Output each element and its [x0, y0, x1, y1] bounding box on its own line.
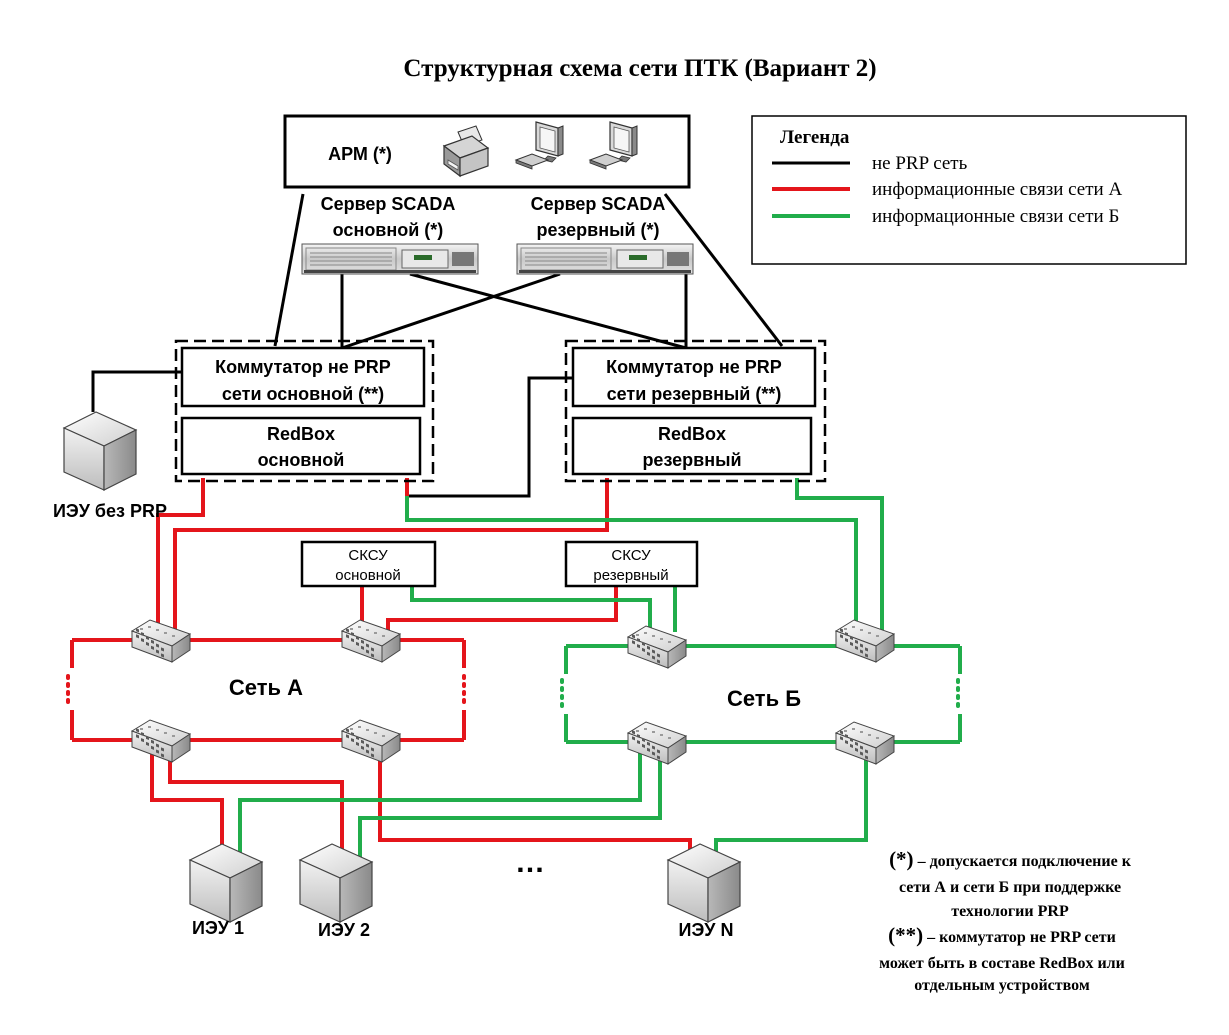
network-b-label: Сеть Б — [727, 686, 801, 711]
backup-group-dashed — [564, 339, 827, 483]
server-icon — [516, 243, 694, 275]
network-a-dots — [66, 674, 466, 708]
sksu-backup-label-2: резервный — [593, 567, 668, 584]
network-b-links — [238, 478, 962, 860]
legend-item-network-a: информационные связи сети А — [872, 179, 1122, 200]
switch-icon — [627, 721, 687, 765]
device-icon — [63, 411, 137, 491]
switch-icon — [341, 719, 401, 763]
note-1-line-2: сети А и сети Б при поддержке — [899, 879, 1121, 896]
arm-label: АРМ (*) — [328, 144, 392, 164]
switch-icon — [131, 619, 191, 663]
legend-title: Легенда — [780, 127, 850, 148]
server-backup-label-1: Сервер SCADA — [531, 194, 666, 214]
switch-main-label-1: Коммутатор не PRP — [215, 357, 391, 377]
legend-item-non-prp: не PRP сеть — [872, 153, 968, 174]
diagram-title: Структурная схема сети ПТК (Вариант 2) — [403, 55, 876, 82]
sksu-main-label-2: основной — [335, 567, 400, 584]
ied-no-prp-label: ИЭУ без PRP — [53, 501, 167, 521]
redbox-backup-box — [571, 416, 813, 476]
redbox-backup-label-1: RedBox — [658, 424, 726, 444]
switch-backup-box — [571, 346, 817, 408]
footnotes: (*) – допускается подключение к сети А и… — [879, 847, 1132, 994]
redbox-main-label-1: RedBox — [267, 424, 335, 444]
device-icon — [189, 843, 263, 923]
ied-2-label: ИЭУ 2 — [318, 920, 370, 940]
switch-icon — [341, 619, 401, 663]
ellipsis: … — [515, 846, 545, 879]
device-icon — [667, 843, 741, 923]
note-2-line-1: (**) – коммутатор не PRP сети — [888, 923, 1116, 947]
server-icon — [301, 243, 479, 275]
sksu-main-box — [300, 540, 437, 588]
switch-icon — [835, 619, 895, 663]
note-2-line-2: может быть в составе RedBox или — [879, 955, 1125, 972]
switch-backup-label-2: сети резервный (**) — [607, 384, 782, 404]
note-1-line-1: (*) – допускается подключение к — [889, 847, 1132, 871]
redbox-main-box — [180, 416, 422, 476]
switch-icon — [627, 625, 687, 669]
note-2-line-3: отдельным устройством — [914, 977, 1090, 994]
legend-item-network-b: информационные связи сети Б — [872, 206, 1119, 227]
main-group-dashed — [174, 339, 435, 483]
redbox-main-label-2: основной — [258, 450, 345, 470]
sksu-backup-label-1: СКСУ — [611, 547, 651, 564]
note-1-line-3: технологии PRP — [951, 903, 1069, 920]
switch-icon — [835, 721, 895, 765]
legend-items: не PRP сеть информационные связи сети А … — [772, 153, 1122, 227]
ied-n-label: ИЭУ N — [679, 920, 734, 940]
switch-icon — [131, 719, 191, 763]
server-main-label-2: основной (*) — [333, 220, 444, 240]
ied-1-label: ИЭУ 1 — [192, 918, 244, 938]
network-a-label: Сеть А — [229, 675, 303, 700]
network-b-dots — [560, 678, 960, 712]
non-prp-links — [91, 193, 784, 498]
switch-main-box — [180, 346, 426, 408]
sksu-main-label-1: СКСУ — [348, 547, 388, 564]
switch-backup-label-1: Коммутатор не PRP — [606, 357, 782, 377]
network-a-links — [70, 478, 692, 852]
server-backup-label-2: резервный (*) — [536, 220, 659, 240]
sksu-backup-box — [564, 540, 699, 588]
switch-main-label-2: сети основной (**) — [222, 384, 384, 404]
redbox-backup-label-2: резервный — [642, 450, 741, 470]
server-main-label-1: Сервер SCADA — [321, 194, 456, 214]
